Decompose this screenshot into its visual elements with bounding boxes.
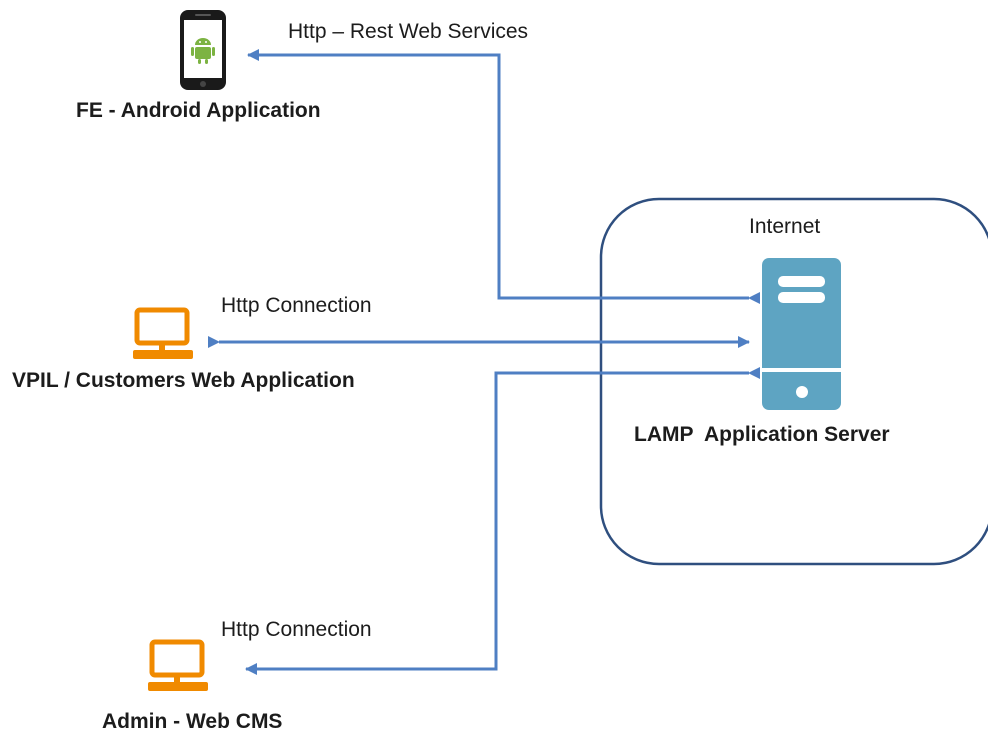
- android-connection: Http – Rest Web Services: [247, 20, 760, 304]
- admin-connection: Http Connection: [221, 367, 760, 675]
- internet-zone-label: Internet: [749, 215, 820, 238]
- customers-web-label: VPIL / Customers Web Application: [12, 369, 355, 392]
- admin-connection-label: Http Connection: [221, 618, 372, 641]
- android-connection-label: Http – Rest Web Services: [288, 20, 528, 43]
- android-app-label: FE - Android Application: [76, 99, 321, 122]
- customers-connection: Http Connection: [208, 294, 750, 348]
- server-tower-icon: [762, 258, 841, 410]
- admin-connection-line: [245, 367, 760, 675]
- android-connection-line: [247, 49, 760, 304]
- admin-cms-label: Admin - Web CMS: [102, 710, 282, 733]
- customers-connection-label: Http Connection: [221, 294, 372, 317]
- android-phone-icon: [180, 10, 226, 90]
- desktop-computer-icon: [148, 639, 208, 691]
- server-label: LAMP Application Server: [634, 423, 890, 446]
- android-robot-icon: [191, 38, 215, 64]
- desktop-computer-icon: [133, 307, 193, 359]
